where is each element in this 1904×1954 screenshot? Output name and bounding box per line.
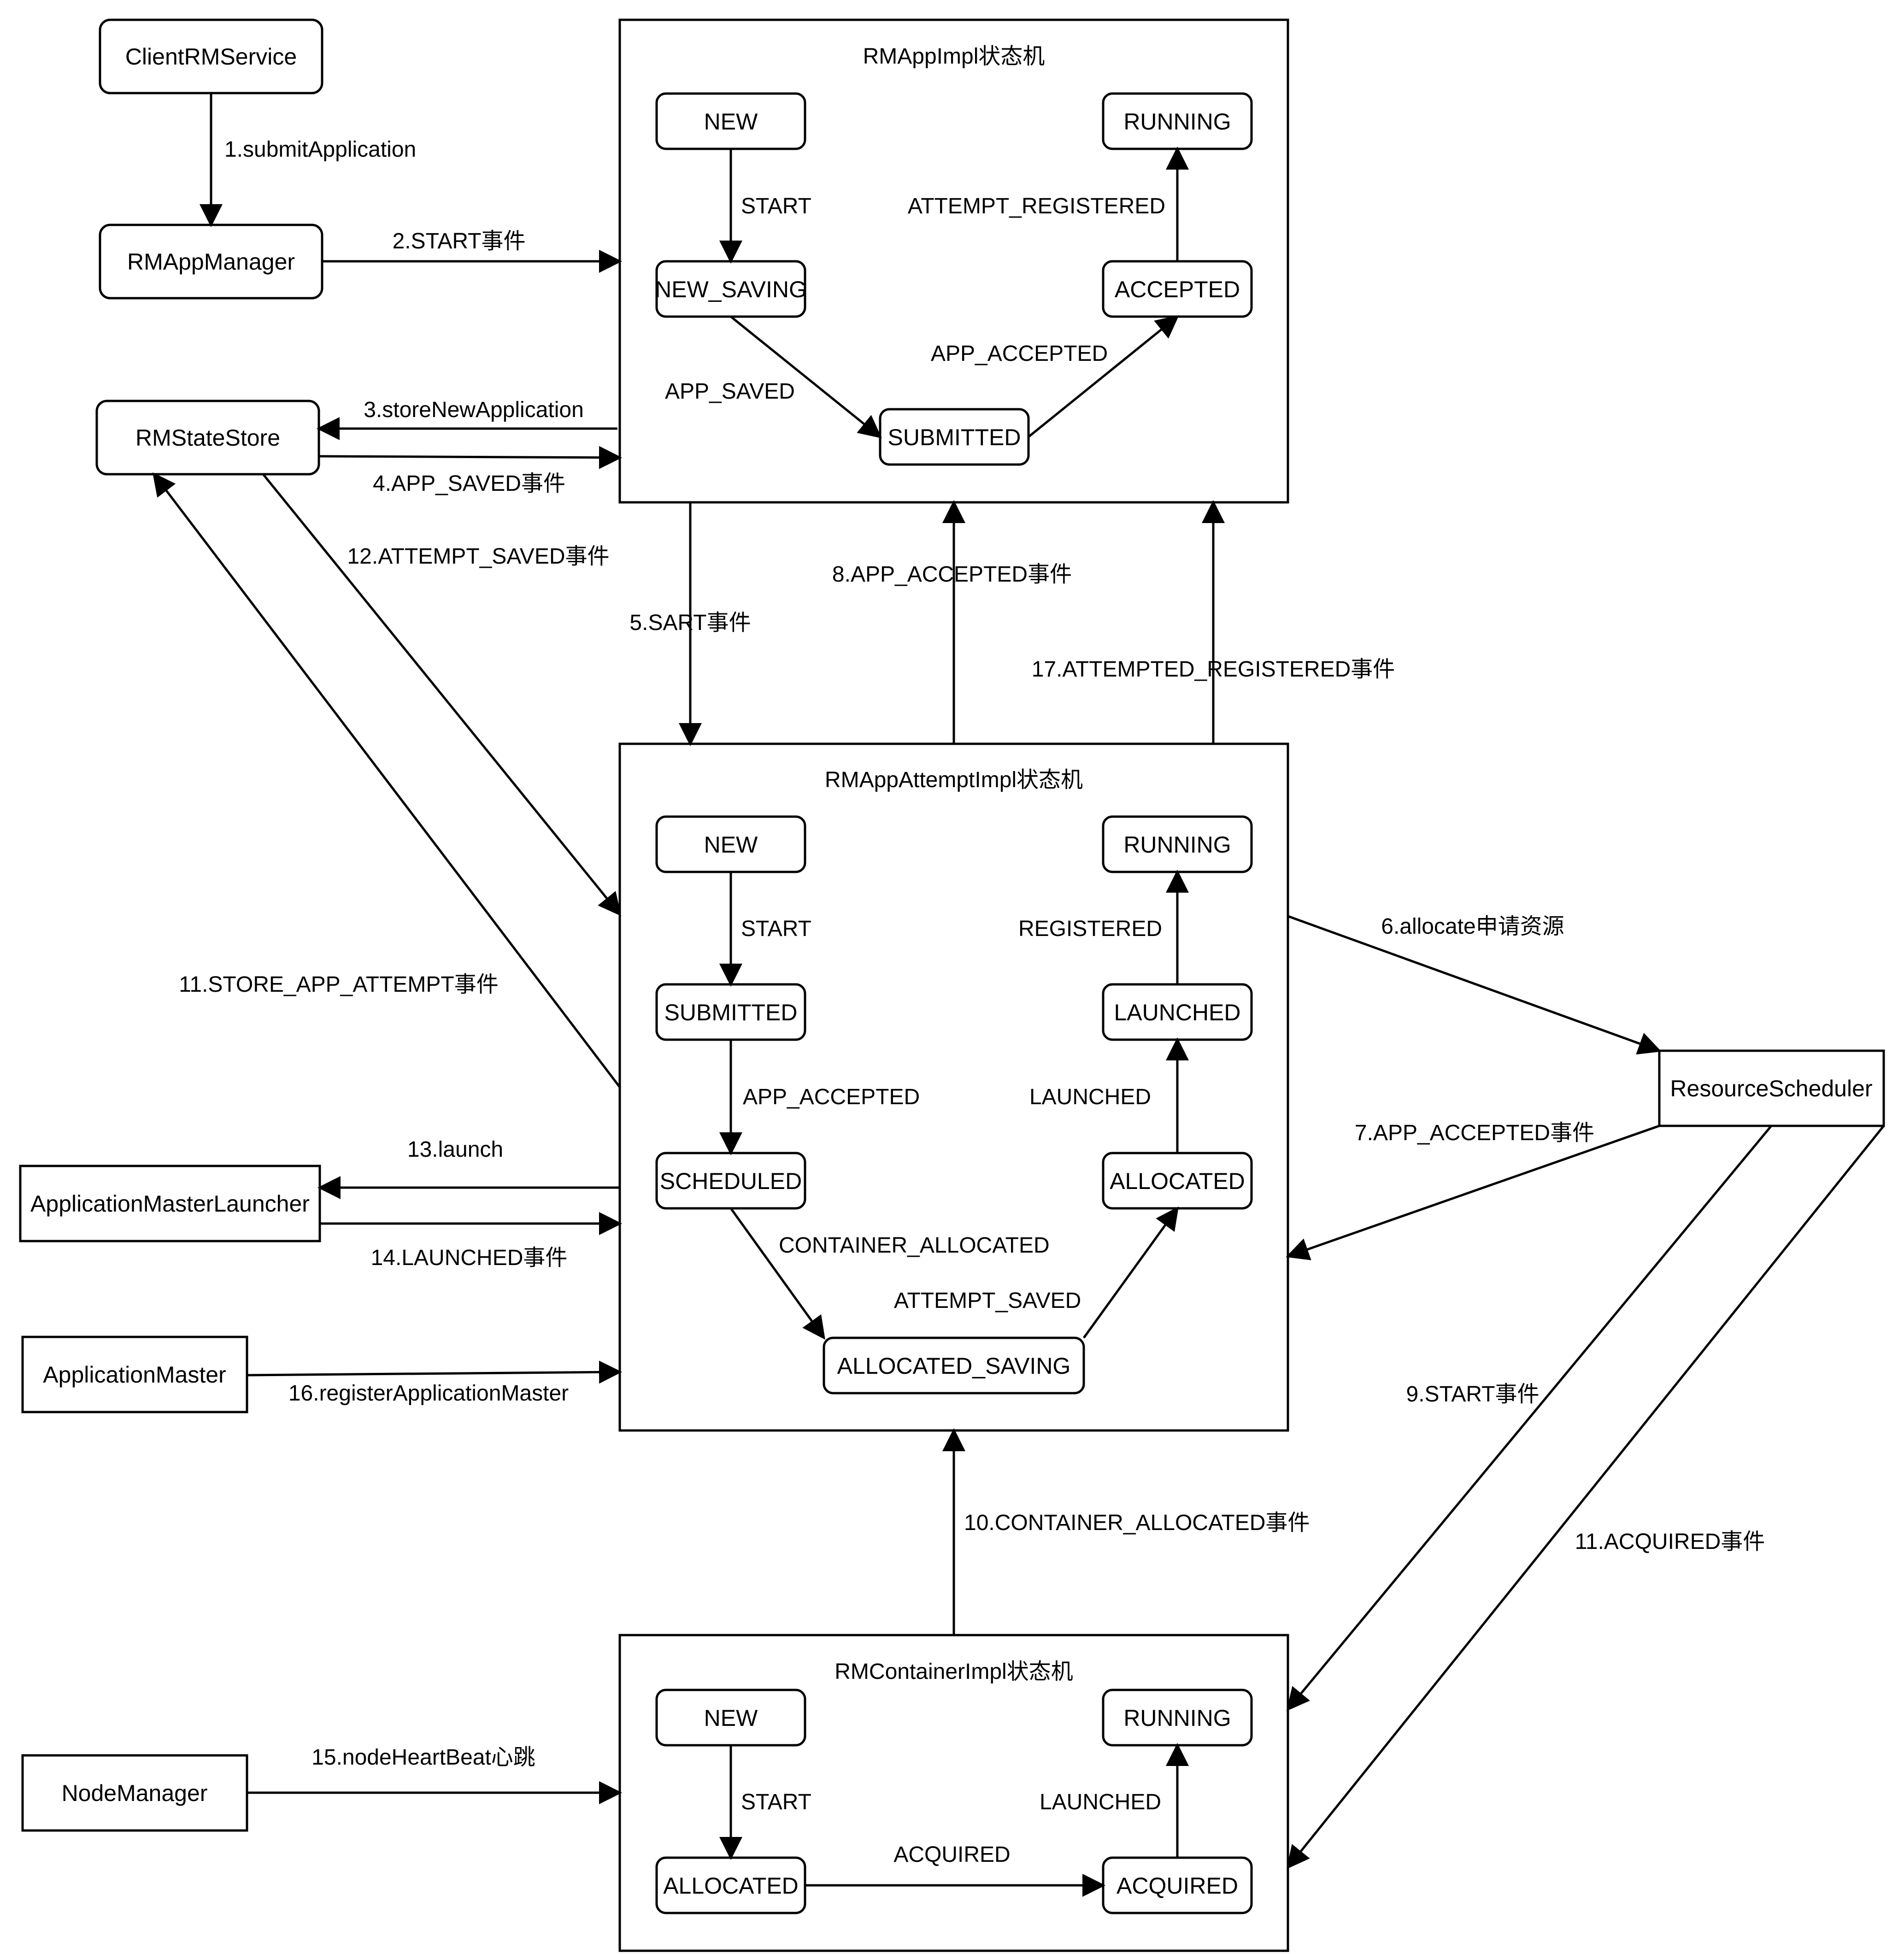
rmappimpl-title: RMAppImpl状态机 [863,44,1045,69]
flow-4-label: 4.APP_SAVED事件 [373,471,565,496]
svg-text:SUBMITTED: SUBMITTED [888,424,1021,450]
flow-6-label: 6.allocate申请资源 [1381,914,1564,939]
flow-11-store-label: 11.STORE_APP_ATTEMPT事件 [179,972,499,997]
attempt-edge-container-allocated [729,1207,825,1340]
flow-5-label: 5.SART事件 [629,611,751,635]
app-label-start: START [741,194,811,218]
app-edge-app-saved [730,316,882,439]
svg-text:RUNNING: RUNNING [1123,109,1231,135]
app-edge-app-accepted [1028,315,1179,438]
attempt-label-container-allocated: CONTAINER_ALLOCATED [779,1233,1050,1258]
attempt-state-scheduled: SCHEDULED [655,1152,806,1210]
node-client-rm-service: ClientRMService [99,18,323,94]
svg-text:ACCEPTED: ACCEPTED [1115,277,1240,302]
attempt-label-launched: LAUNCHED [1029,1085,1151,1109]
app-state-new-saving: NEW_SAVING [655,260,807,318]
flow-7-arrow [1286,1124,1660,1260]
node-rm-state-store: RMStateStore [95,400,320,476]
attempt-state-running: RUNNING [1102,815,1253,873]
svg-text:ALLOCATED: ALLOCATED [663,1873,799,1899]
svg-text:ClientRMService: ClientRMService [125,44,297,70]
flow-11-store-arrow [152,472,621,1088]
flow-16-label: 16.registerApplicationMaster [288,1381,569,1406]
flow-6-arrow [1287,915,1662,1055]
flow-17-label: 17.ATTEMPTED_REGISTERED事件 [1032,657,1395,682]
container-state-new: NEW [655,1689,806,1747]
app-state-running: RUNNING [1102,92,1253,150]
svg-text:ALLOCATED: ALLOCATED [1110,1168,1245,1194]
attempt-state-new: NEW [655,815,806,873]
app-label-attempt-registered: ATTEMPT_REGISTERED [908,194,1165,218]
attempt-label-app-accepted: APP_ACCEPTED [743,1085,920,1109]
app-state-accepted: ACCEPTED [1102,260,1253,318]
svg-text:RMStateStore: RMStateStore [135,425,280,451]
node-application-master: ApplicationMaster [21,1336,248,1413]
svg-text:ResourceScheduler: ResourceScheduler [1670,1076,1872,1101]
container-label-start: START [741,1790,811,1814]
svg-text:RMAppManager: RMAppManager [127,249,295,275]
flow-11-acquired-arrow [1286,1125,1885,1869]
flow-12-label: 12.ATTEMPT_SAVED事件 [347,544,609,569]
flow-9-arrow [1286,1125,1772,1711]
svg-text:SUBMITTED: SUBMITTED [664,1000,798,1025]
container-state-running: RUNNING [1102,1689,1253,1747]
flow-16-arrow [247,1360,622,1384]
svg-text:NEW: NEW [704,1705,758,1731]
flow-7-label: 7.APP_ACCEPTED事件 [1355,1121,1594,1145]
flow-2-label: 2.START事件 [393,229,526,253]
flow-8-label: 8.APP_ACCEPTED事件 [832,562,1072,587]
svg-text:NEW: NEW [704,832,758,858]
app-state-new: NEW [655,92,806,150]
attempt-state-launched: LAUNCHED [1102,983,1253,1041]
flow-10-label: 10.CONTAINER_ALLOCATED事件 [964,1511,1310,1535]
node-application-master-launcher: ApplicationMasterLauncher [19,1165,321,1242]
attempt-label-attempt-saved: ATTEMPT_SAVED [894,1289,1081,1313]
flow-3-label: 3.storeNewApplication [364,398,584,422]
container-state-allocated: ALLOCATED [655,1856,806,1914]
svg-text:NEW: NEW [704,109,758,135]
node-resource-scheduler: ResourceScheduler [1658,1049,1885,1127]
flow-13-label: 13.launch [407,1137,503,1162]
svg-text:ACQUIRED: ACQUIRED [1117,1873,1238,1899]
flow-14-label: 14.LAUNCHED事件 [371,1246,568,1270]
svg-text:ApplicationMasterLauncher: ApplicationMasterLauncher [30,1191,310,1217]
svg-text:SCHEDULED: SCHEDULED [660,1168,802,1194]
rmcontainerimpl-title: RMContainerImpl状态机 [834,1660,1073,1684]
attempt-label-start: START [741,917,811,941]
node-rm-app-manager: RMAppManager [99,224,323,300]
svg-text:ApplicationMaster: ApplicationMaster [43,1362,226,1388]
app-label-app-accepted: APP_ACCEPTED [931,341,1108,366]
svg-text:RUNNING: RUNNING [1123,832,1231,858]
flow-12-arrow [262,473,622,916]
svg-text:LAUNCHED: LAUNCHED [1114,1000,1240,1025]
svg-text:RUNNING: RUNNING [1123,1705,1231,1731]
flow-4-arrow [318,446,622,469]
flow-9-label: 9.START事件 [1406,1382,1540,1407]
attempt-edge-attempt-saved [1082,1206,1179,1339]
attempt-state-allocated: ALLOCATED [1102,1152,1253,1210]
node-node-manager: NodeManager [21,1754,248,1832]
attempt-state-submitted: SUBMITTED [655,983,806,1041]
container-label-launched: LAUNCHED [1040,1790,1161,1814]
container-state-acquired: ACQUIRED [1102,1856,1253,1914]
svg-text:NEW_SAVING: NEW_SAVING [655,277,807,302]
flow-1-label: 1.submitApplication [224,137,416,162]
app-label-app-saved: APP_SAVED [665,379,795,404]
svg-text:ALLOCATED_SAVING: ALLOCATED_SAVING [837,1353,1071,1379]
rmappattemptimpl-title: RMAppAttemptImpl状态机 [825,768,1083,792]
app-state-submitted: SUBMITTED [879,408,1030,466]
container-label-acquired: ACQUIRED [893,1842,1010,1867]
flow-15-label: 15.nodeHeartBeat心跳 [311,1745,535,1770]
attempt-label-registered: REGISTERED [1018,917,1162,941]
attempt-state-allocated-saving: ALLOCATED_SAVING [823,1336,1085,1395]
flow-11-acquired-label: 11.ACQUIRED事件 [1575,1530,1765,1554]
svg-text:NodeManager: NodeManager [62,1780,208,1806]
